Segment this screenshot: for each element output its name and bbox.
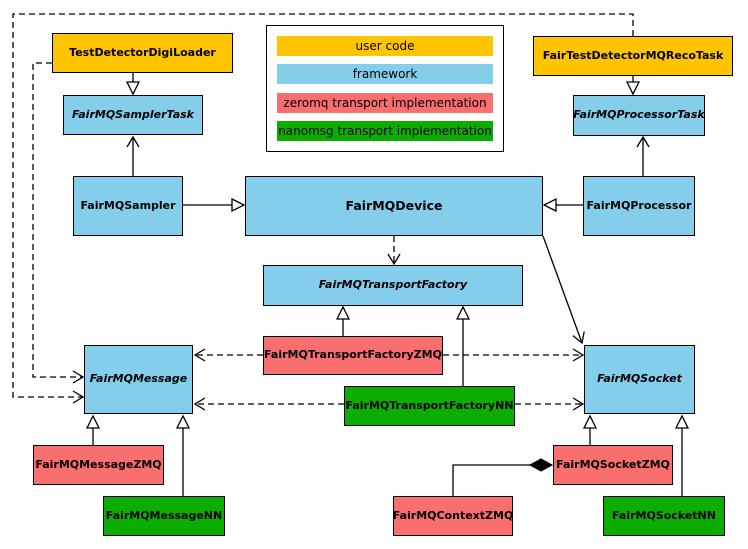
node-fairmq-transport-factory: FairMQTransportFactory: [263, 265, 523, 306]
legend-item-user-code: user code: [277, 36, 493, 57]
node-fairmq-transport-factory-zmq: FairMQTransportFactoryZMQ: [263, 336, 443, 375]
node-fairmq-message: FairMQMessage: [84, 345, 193, 414]
node-fairmq-socket-zmq: FairMQSocketZMQ: [553, 445, 673, 485]
node-fairmq-transport-factory-nn: FairMQTransportFactoryNN: [344, 386, 515, 426]
node-fairmq-processor: FairMQProcessor: [583, 176, 695, 236]
node-fairmq-message-nn: FairMQMessageNN: [103, 496, 225, 536]
node-test-detector-digi-loader: TestDetectorDigiLoader: [52, 33, 233, 73]
node-fairmq-message-zmq: FairMQMessageZMQ: [33, 445, 164, 485]
node-fairmq-context-zmq: FairMQContextZMQ: [393, 496, 513, 536]
edge-context-zmq-to-socket-zmq: [452, 458, 554, 496]
edge-device-to-socket: [542, 235, 585, 345]
legend-item-nanomsg: nanomsg transport implementation: [277, 120, 493, 141]
node-fairmq-socket: FairMQSocket: [584, 345, 695, 414]
legend-item-zeromq: zeromq transport implementation: [277, 92, 493, 113]
node-fairmq-sampler: FairMQSampler: [73, 176, 183, 236]
node-fairmq-socket-nn: FairMQSocketNN: [603, 496, 725, 536]
edge-reco-task-to-message: [12, 13, 634, 404]
legend: user code framework zeromq transport imp…: [266, 25, 504, 152]
edge-digi-loader-to-message: [32, 62, 85, 384]
node-fairmq-sampler-task: FairMQSamplerTask: [63, 95, 203, 135]
node-fairmq-processor-task: FairMQProcessorTask: [573, 95, 705, 136]
node-fair-test-detector-mq-reco-task: FairTestDetectorMQRecoTask: [533, 36, 733, 76]
node-fairmq-device: FairMQDevice: [245, 176, 543, 236]
legend-item-framework: framework: [277, 64, 493, 85]
